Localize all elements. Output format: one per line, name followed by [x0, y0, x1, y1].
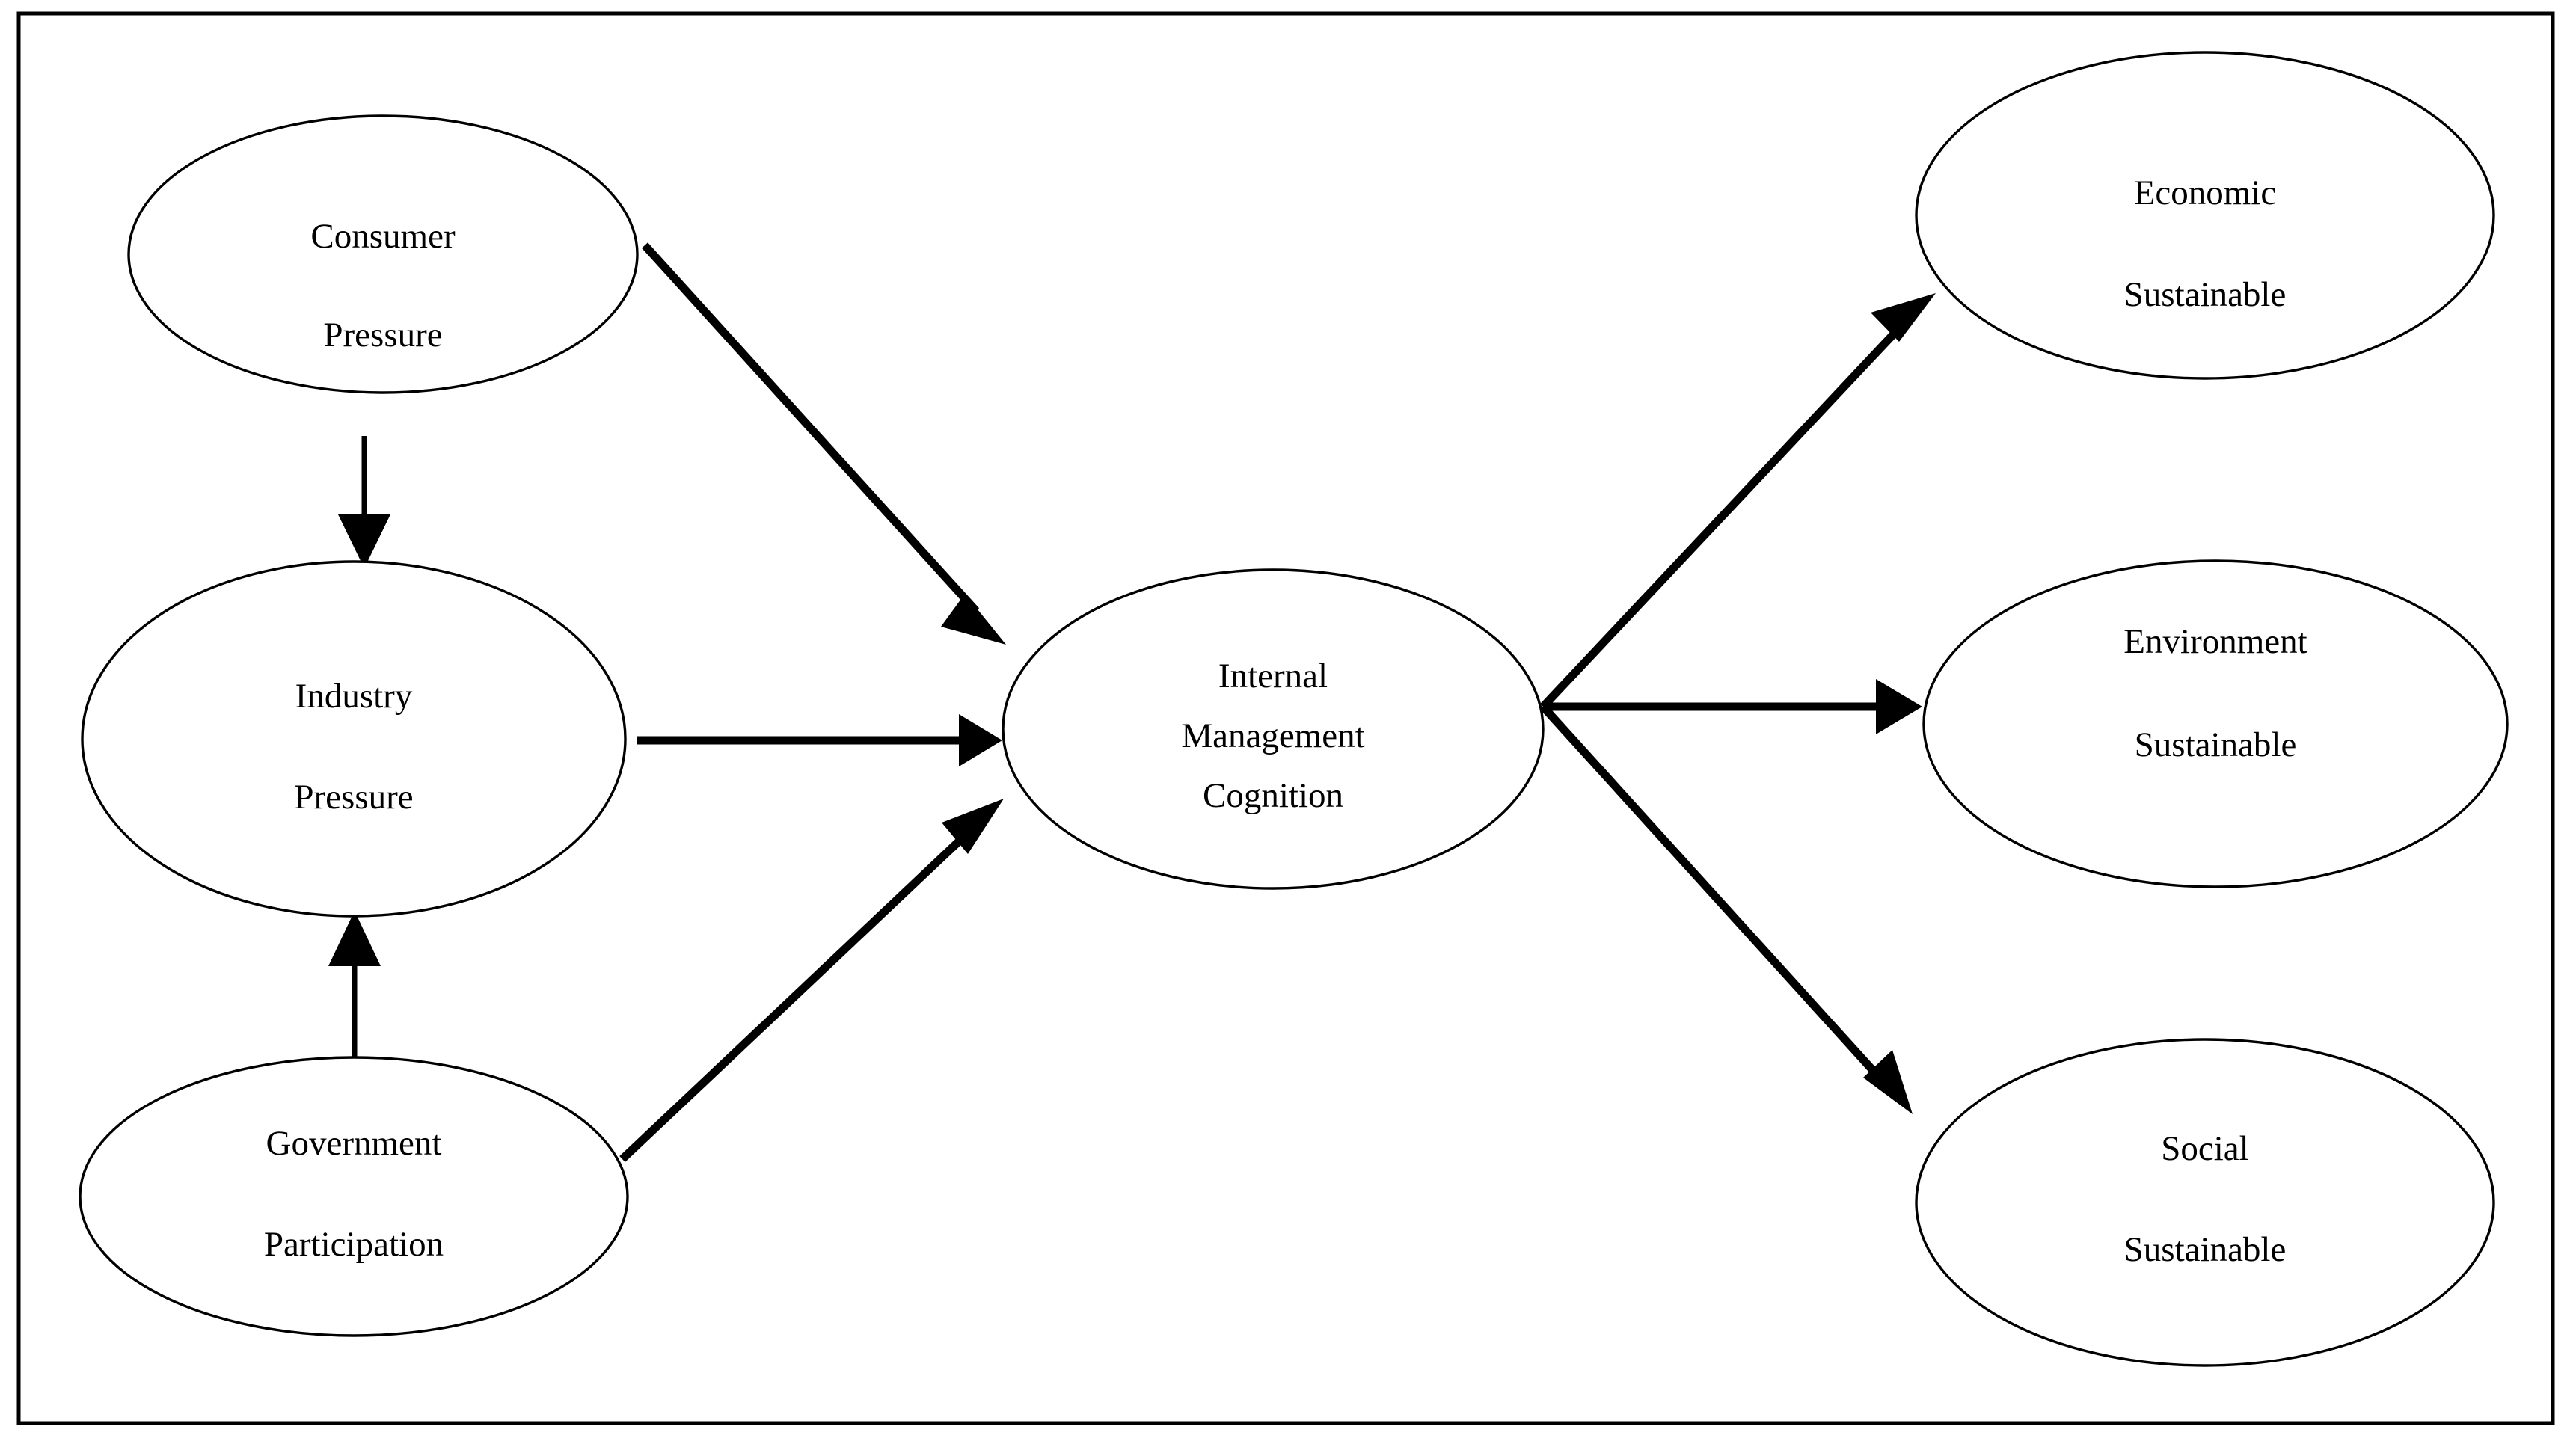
node-environment-sustainable[interactable]: Environment Sustainable [1922, 559, 2509, 888]
node-environment-sustainable-label-line1: Environment [2123, 622, 2307, 661]
edge-consumer-to-industry [338, 436, 390, 568]
node-internal-management-cognition[interactable]: Internal Management Cognition [1002, 568, 1545, 890]
edge-consumer-to-industry-arrowhead [338, 514, 390, 568]
node-internal-management-cognition-label-line1: Internal [1218, 657, 1328, 695]
node-industry-pressure-label-line1: Industry [295, 677, 413, 716]
edge-industry-to-cognition-arrowhead [959, 714, 1002, 766]
node-environment-sustainable-ellipse[interactable] [1922, 559, 2509, 888]
edge-consumer-to-cognition [641, 242, 1006, 645]
edge-government-to-cognition-line [619, 827, 974, 1162]
edge-cognition-to-environment-arrowhead [1876, 679, 1922, 734]
edge-government-to-industry [328, 911, 381, 1060]
node-economic-sustainable-label-line2: Sustainable [2124, 275, 2287, 314]
edge-government-to-cognition [619, 799, 1004, 1162]
node-consumer-pressure[interactable]: Consumer Pressure [127, 114, 639, 394]
edge-cognition-to-economic-line [1539, 326, 1902, 710]
edge-cognition-to-environment [1543, 679, 1922, 734]
node-internal-management-cognition-label-line3: Cognition [1203, 776, 1343, 815]
node-industry-pressure-ellipse[interactable] [81, 560, 627, 918]
node-economic-sustainable-ellipse[interactable] [1915, 51, 2495, 380]
edge-government-to-cognition-arrowhead [942, 799, 1004, 854]
node-government-participation-ellipse[interactable] [79, 1056, 629, 1337]
edge-cognition-to-economic [1539, 293, 1936, 710]
node-consumer-pressure-label-line2: Pressure [323, 316, 442, 354]
node-internal-management-cognition-label-line2: Management [1181, 716, 1364, 755]
node-government-participation-label-line2: Participation [264, 1225, 444, 1264]
node-consumer-pressure-ellipse[interactable] [127, 114, 639, 394]
node-economic-sustainable[interactable]: Economic Sustainable [1915, 51, 2495, 380]
node-industry-pressure-label-line2: Pressure [294, 778, 413, 817]
edge-cognition-to-social [1539, 704, 1913, 1114]
figure-border [16, 11, 2555, 1425]
edge-cognition-to-social-line [1539, 704, 1881, 1078]
edge-cognition-to-economic-arrowhead [1871, 293, 1936, 342]
node-social-sustainable-ellipse[interactable] [1915, 1038, 2495, 1367]
edge-consumer-to-cognition-line [641, 242, 980, 614]
edge-consumer-to-cognition-arrowhead [941, 594, 1006, 645]
edge-government-to-industry-arrowhead [328, 911, 381, 966]
edge-cognition-to-social-arrowhead [1863, 1050, 1913, 1114]
node-social-sustainable-label-line2: Sustainable [2124, 1230, 2287, 1269]
node-government-participation-label-line1: Government [266, 1124, 442, 1163]
node-social-sustainable-label-line1: Social [2161, 1129, 2248, 1168]
edge-industry-to-cognition [637, 714, 1002, 766]
node-internal-management-cognition-ellipse[interactable] [1002, 568, 1545, 890]
node-consumer-pressure-label-line1: Consumer [310, 217, 456, 256]
node-industry-pressure[interactable]: Industry Pressure [81, 560, 627, 918]
node-government-participation[interactable]: Government Participation [79, 1056, 629, 1337]
node-economic-sustainable-label-line1: Economic [2134, 173, 2277, 212]
node-environment-sustainable-label-line2: Sustainable [2135, 725, 2297, 764]
node-social-sustainable[interactable]: Social Sustainable [1915, 1038, 2495, 1367]
